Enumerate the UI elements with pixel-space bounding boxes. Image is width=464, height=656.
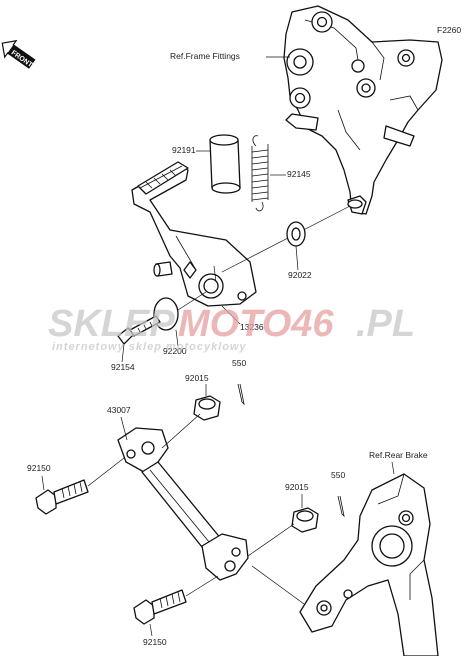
part-label-92145: 92145: [287, 169, 311, 179]
spring-92145: [251, 135, 269, 212]
part-label-92150-lower: 92150: [143, 637, 167, 647]
cotter-pin-550-lower: [337, 495, 345, 518]
sleeve-92191: [209, 134, 241, 194]
part-label-92200: 92200: [163, 346, 187, 356]
part-label-92015-upper: 92015: [185, 373, 209, 383]
part-label-43007: 43007: [107, 405, 131, 415]
part-label-550-upper: 550: [232, 358, 246, 368]
washer-92022: [286, 221, 306, 247]
ref-frame-fittings-label: Ref.Frame Fittings: [170, 51, 240, 61]
part-label-92154: 92154: [111, 362, 135, 372]
part-label-550-lower: 550: [331, 470, 345, 480]
nut-92015-upper: [193, 395, 221, 421]
cotter-pin-550-upper: [237, 383, 245, 406]
part-label-92191: 92191: [172, 145, 196, 155]
watermark-brand-part2: MOTO46: [178, 303, 334, 345]
frame-fitting-bracket: [283, 5, 443, 215]
bolt-92154: [117, 315, 161, 345]
part-label-92022: 92022: [288, 270, 312, 280]
part-label-92015-lower: 92015: [285, 482, 309, 492]
front-arrow-icon: FRONT: [1, 39, 36, 69]
part-label-13236: 13236: [240, 322, 264, 332]
nut-92015-lower: [291, 507, 319, 533]
watermark-brand-part1: SKLEP: [48, 303, 175, 345]
bolt-92150-lower: [133, 589, 187, 625]
rear-brake-master-cylinder: [299, 473, 439, 656]
tie-rod-43007: [117, 427, 249, 581]
figure-code: F2260: [437, 25, 461, 35]
watermark: SKLEP MOTO46 .PL internetowy sklep motoc…: [48, 303, 415, 353]
watermark-tagline: internetowy sklep motocyklowy: [52, 341, 247, 353]
bolt-92150-upper: [35, 479, 89, 515]
ref-rear-brake-label: Ref.Rear Brake: [369, 450, 428, 460]
watermark-brand-part3: .PL: [356, 303, 415, 345]
part-label-92150-upper: 92150: [27, 463, 51, 473]
